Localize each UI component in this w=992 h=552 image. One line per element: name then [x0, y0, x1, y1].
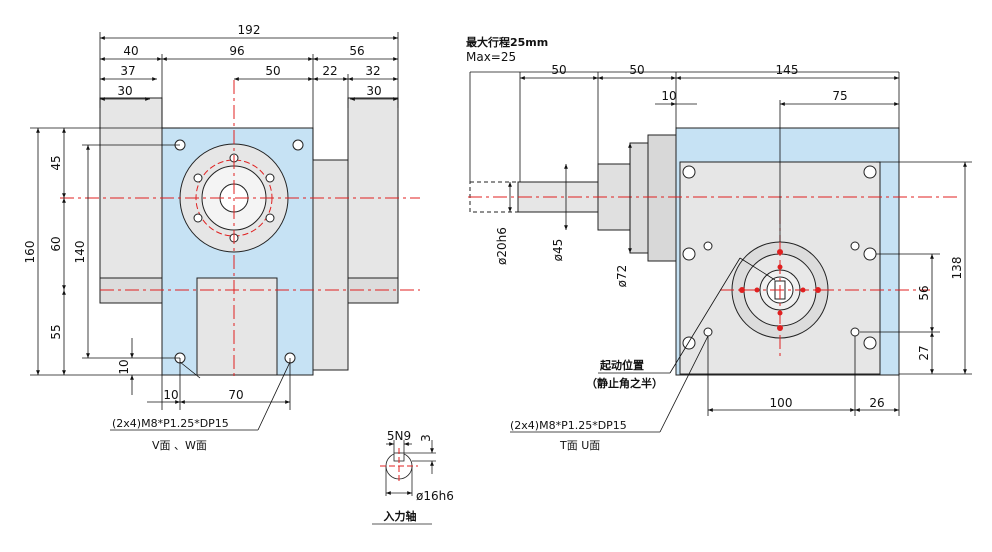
dim-r-75: 75 [832, 89, 847, 103]
right-dimension-texts: 最大行程25mm Max=25 50 50 145 10 75 ø20h6 ø4… [466, 35, 964, 452]
shaft-detail: 5N9 3 ø16h6 入力轴 [372, 429, 454, 525]
left-view [99, 97, 399, 376]
dim-r-d20: ø20h6 [495, 227, 509, 265]
dim-192: 192 [238, 23, 261, 37]
dim-r-27: 27 [917, 345, 931, 360]
dim-30-right: 30 [366, 84, 381, 98]
right-view [469, 127, 900, 376]
shaft-diameter: ø16h6 [416, 489, 454, 503]
dim-55: 55 [49, 324, 63, 339]
dim-r-50a: 50 [551, 63, 566, 77]
dim-10-vertical: 10 [117, 359, 131, 374]
start-position-label: 起动位置 [599, 358, 644, 372]
dim-r-d45: ø45 [551, 239, 565, 262]
stroke-label: 最大行程25mm [466, 35, 548, 49]
dim-32: 32 [365, 64, 380, 78]
dim-50: 50 [265, 64, 280, 78]
dim-r-50b: 50 [629, 63, 644, 77]
dim-96: 96 [229, 44, 244, 58]
dim-22: 22 [322, 64, 337, 78]
dim-r-d72: ø72 [615, 265, 629, 288]
left-dimension-lines [30, 32, 399, 431]
dim-r-10: 10 [661, 89, 676, 103]
left-side-block [99, 97, 163, 304]
shaft-depth: 3 [419, 434, 433, 442]
dim-70: 70 [228, 388, 243, 402]
left-dimension-texts: 192 40 96 56 37 50 22 32 30 30 160 45 14… [23, 23, 382, 452]
dim-160: 160 [23, 241, 37, 264]
dim-30-left: 30 [117, 84, 132, 98]
right-callout-faces: T面 U面 [559, 439, 600, 452]
left-callout: (2x4)M8*P1.25*DP15 [112, 417, 229, 430]
dim-r-138: 138 [950, 257, 964, 280]
left-centerlines [60, 80, 420, 380]
left-callout-faces: V面 、W面 [152, 439, 207, 452]
right-callout: (2x4)M8*P1.25*DP15 [510, 419, 627, 432]
dim-37: 37 [120, 64, 135, 78]
shaft-keyway: 5N9 [387, 429, 411, 443]
dim-140: 140 [73, 241, 87, 264]
shaft-title: 入力轴 [384, 509, 417, 523]
stroke-value: Max=25 [466, 50, 516, 64]
dim-r-56: 56 [917, 285, 931, 300]
right-dimension-lines [469, 71, 972, 433]
dim-r-145: 145 [776, 63, 799, 77]
dim-56: 56 [349, 44, 364, 58]
dim-10-bottom: 10 [163, 388, 178, 402]
dim-60: 60 [49, 236, 63, 251]
right-side-block [312, 159, 349, 371]
start-position-note: （静止角之半） [586, 376, 663, 390]
dim-45: 45 [49, 155, 63, 170]
dim-r-26: 26 [869, 396, 884, 410]
dim-r-100: 100 [770, 396, 793, 410]
dim-40: 40 [123, 44, 138, 58]
